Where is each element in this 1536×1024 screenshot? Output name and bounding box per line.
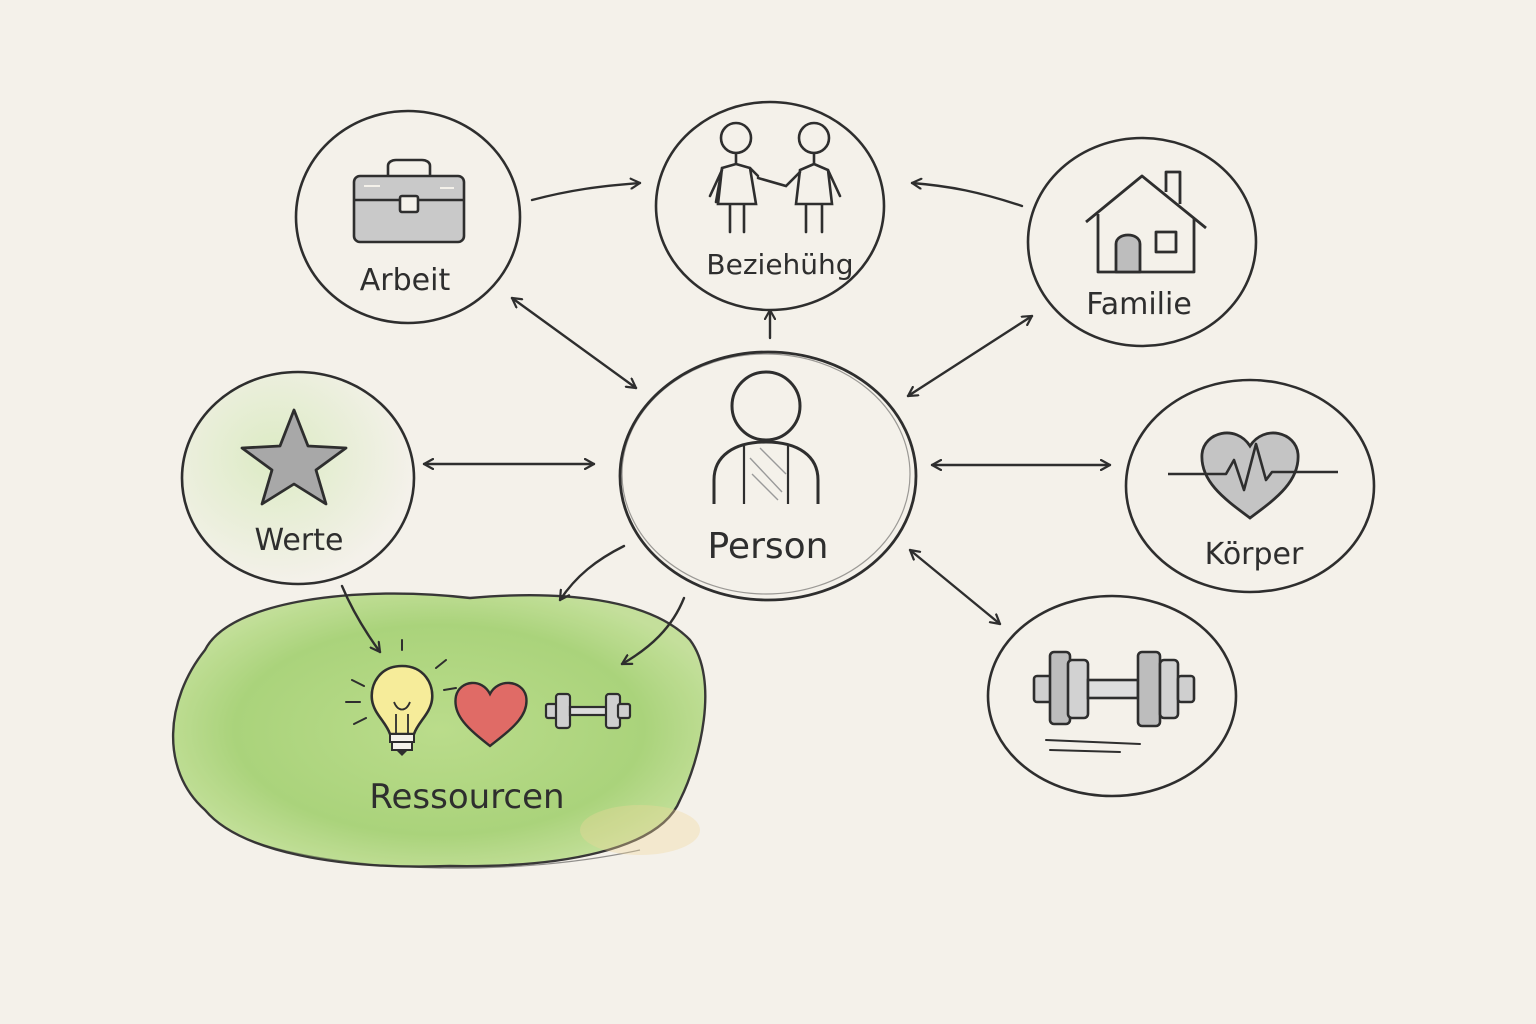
- familie-node: Familie: [1026, 136, 1258, 348]
- house-icon: [1085, 170, 1207, 274]
- heartbeat-icon: [1168, 431, 1338, 520]
- lightbulb-icon: [345, 639, 457, 756]
- arbeit-label: Arbeit: [360, 263, 451, 298]
- koerper-label: Körper: [1205, 537, 1304, 572]
- familie-label: Familie: [1086, 287, 1192, 322]
- arrow-werte-ressourcen: [340, 584, 382, 654]
- star-icon: [240, 408, 348, 506]
- ressourcen-blob: [171, 592, 707, 868]
- werte-node: Werte: [180, 370, 416, 586]
- arrow-person-ressourcen-2: [620, 596, 686, 666]
- ressourcen-label: Ressourcen: [369, 777, 564, 817]
- arrow-person-ressourcen-1: [558, 544, 626, 602]
- sport-node: [986, 594, 1238, 798]
- beziehung-node: Beziehühg: [654, 100, 886, 312]
- dumbbell-icon: [544, 692, 632, 730]
- arrow-familie-person: [906, 314, 1034, 398]
- person-label: Person: [708, 526, 829, 567]
- koerper-node: Körper: [1124, 378, 1376, 594]
- person-icon: [712, 370, 820, 504]
- ressourcen-node: Ressourcen: [171, 592, 707, 869]
- couple-icon: [708, 121, 842, 234]
- beziehung-label: Beziehühg: [706, 248, 853, 281]
- arrow-arbeit-person: [510, 296, 638, 390]
- werte-label: Werte: [255, 523, 344, 558]
- connections: [340, 183, 1112, 666]
- arrow-familie-beziehung: [910, 183, 1024, 208]
- dumbbell-icon: [1032, 650, 1196, 728]
- heart-icon: [454, 681, 528, 748]
- arbeit-node: Arbeit: [294, 109, 522, 325]
- arrow-person-sport: [908, 548, 1002, 626]
- briefcase-icon: [352, 158, 466, 244]
- person-node: Person: [618, 350, 918, 602]
- arrow-arbeit-beziehung: [530, 183, 642, 202]
